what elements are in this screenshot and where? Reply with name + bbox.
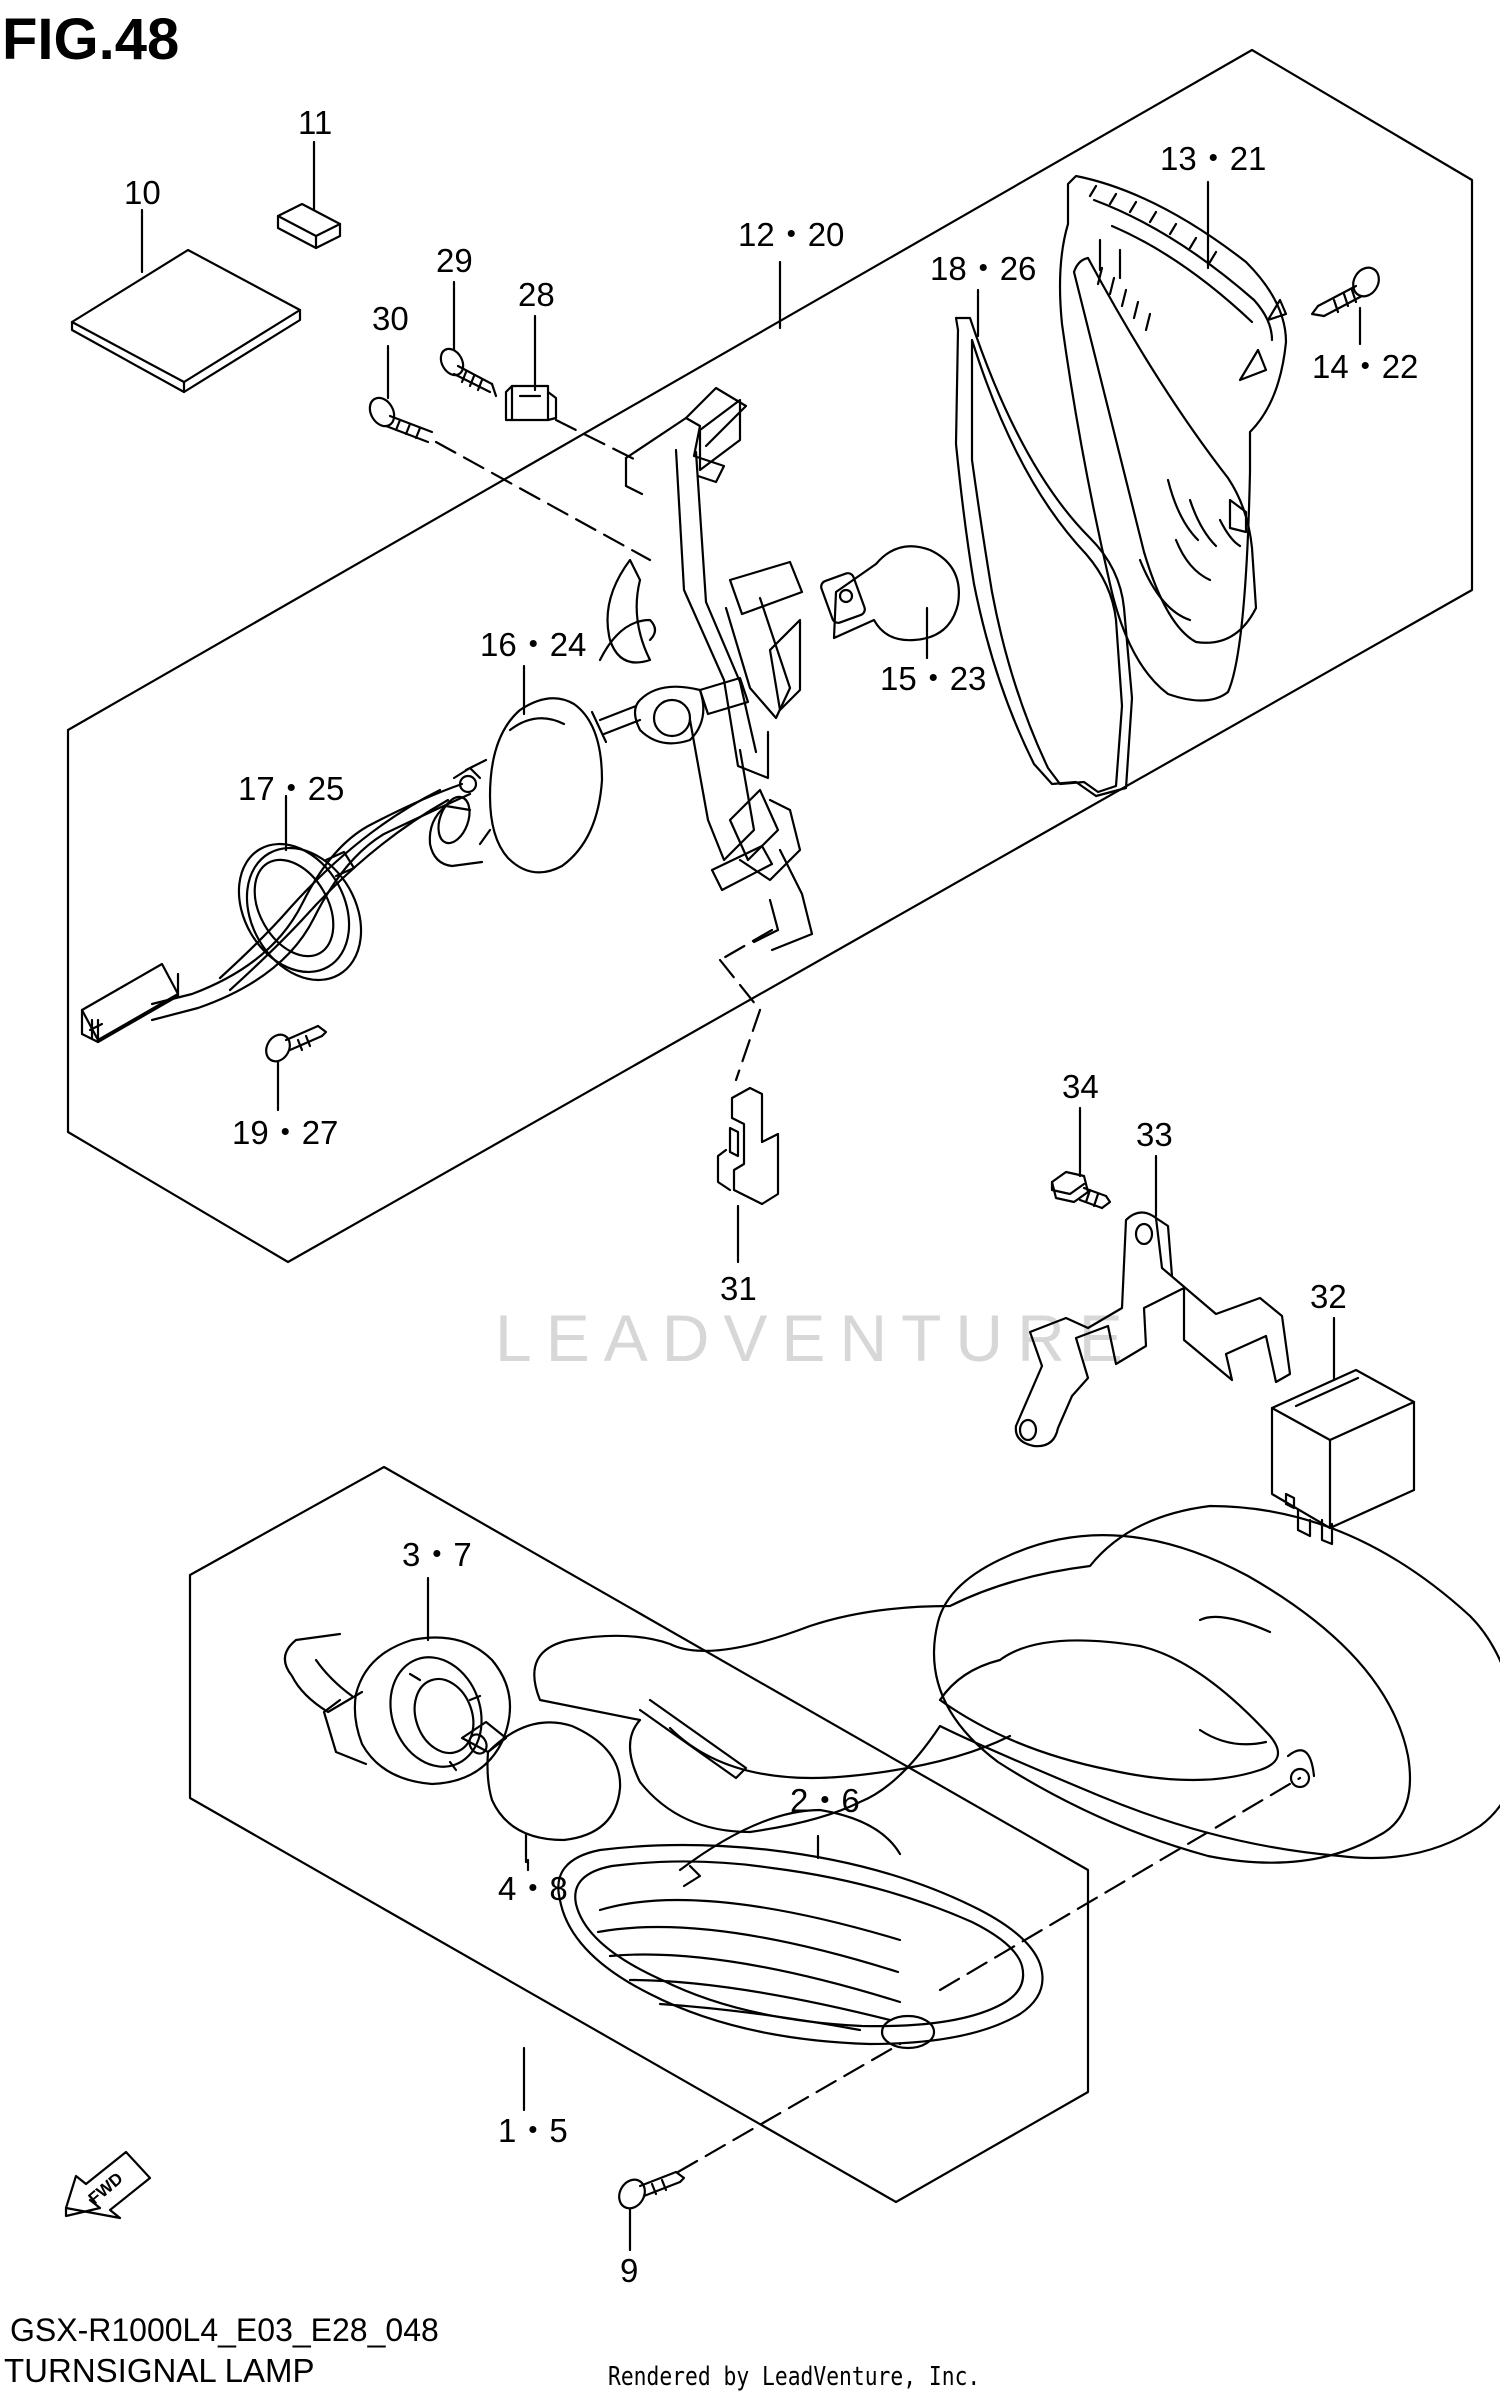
- front-socket-3: [283, 1632, 512, 1786]
- wire-harness-17: [80, 766, 482, 1044]
- model-code: GSX-R1000L4_E03_E28_048: [10, 2312, 439, 2348]
- relay-32: [1270, 1368, 1416, 1546]
- bulb-15: [820, 545, 960, 642]
- callout-30: 30: [372, 300, 409, 337]
- front-lens-1: [557, 1808, 1044, 2050]
- callout-3-7: 3・7: [402, 1536, 472, 1573]
- callout-18-26: 18・26: [930, 250, 1036, 287]
- callout-9: 9: [620, 2252, 638, 2289]
- callout-28: 28: [518, 276, 555, 313]
- callout-34: 34: [1062, 1068, 1099, 1105]
- screw-19: [265, 1024, 328, 1063]
- rendered-by: Rendered by LeadVenture, Inc.: [608, 2362, 981, 2392]
- callout-31: 31: [720, 1270, 757, 1307]
- callout-33: 33: [1136, 1116, 1173, 1153]
- callout-19-27: 19・27: [232, 1114, 338, 1151]
- figure-title: FIG.48: [2, 7, 180, 72]
- lower-assembly-frame: [188, 1465, 1090, 2204]
- screw-30: [368, 396, 434, 444]
- callout-13-21: 13・21: [1160, 140, 1266, 177]
- bolt-34: [1050, 1170, 1112, 1210]
- rear-lens: [1058, 174, 1288, 702]
- turnsignal-housing: [533, 1504, 1500, 1864]
- relay-bracket-33: [1014, 1211, 1292, 1448]
- pad-part: [276, 202, 342, 250]
- figure-name: TURNSIGNAL LAMP: [4, 2352, 315, 2389]
- fwd-arrow-icon: [64, 2150, 152, 2220]
- callout-32: 32: [1310, 1278, 1347, 1315]
- callout-12-20: 12・20: [738, 216, 844, 253]
- leader-lines: [140, 140, 1362, 2252]
- screw-29: [439, 347, 498, 398]
- callout-1-5: 1・5: [498, 2112, 568, 2149]
- label-sheet-part: [70, 248, 302, 394]
- screw-14: [1310, 266, 1380, 318]
- watermark: LEADVENTURE: [495, 1301, 1137, 1375]
- clip-nut-28: [504, 384, 558, 422]
- callout-14-22: 14・22: [1312, 348, 1418, 385]
- upper-assembly-frame: [66, 48, 1474, 1264]
- callout-15-23: 15・23: [880, 660, 986, 697]
- front-bulb-4: [460, 1720, 622, 1842]
- callout-2-6: 2・6: [790, 1782, 860, 1819]
- screw-9: [618, 2170, 686, 2210]
- callout-17-25: 17・25: [238, 770, 344, 807]
- callout-10: 10: [124, 174, 161, 211]
- callout-11: 11: [298, 104, 332, 141]
- callout-4-8: 4・8: [498, 1870, 568, 1907]
- callout-29: 29: [436, 242, 473, 279]
- lamp-gasket: [954, 316, 1134, 798]
- callout-16-24: 16・24: [480, 626, 586, 663]
- small-bracket-31: [716, 1086, 780, 1206]
- lamp-bracket-housing: [590, 386, 814, 952]
